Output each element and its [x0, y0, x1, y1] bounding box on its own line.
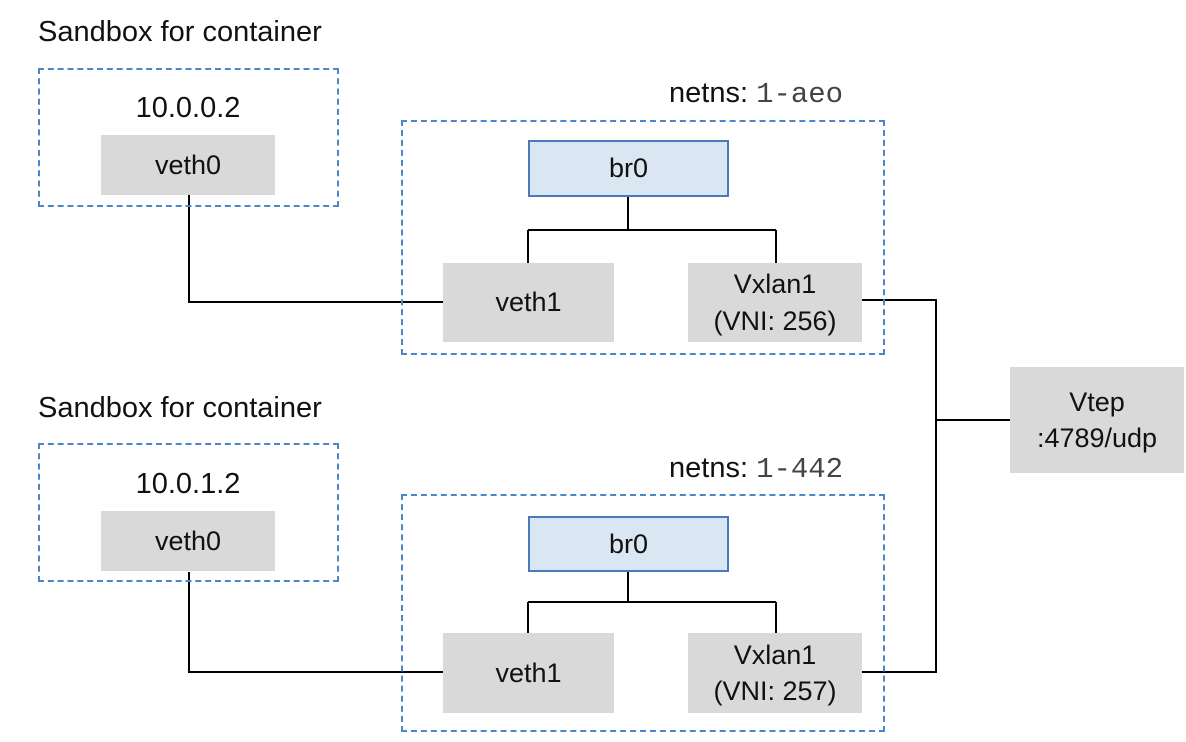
top-netns-id: 1-aeo	[756, 78, 844, 111]
bottom-netns-label: netns: 1-442	[669, 452, 844, 486]
bottom-netns-box	[401, 494, 885, 732]
bottom-sandbox-box	[38, 443, 339, 582]
top-sandbox-veth0: veth0	[101, 135, 275, 195]
vtep-name: Vtep	[1069, 386, 1125, 417]
top-netns-prefix: netns:	[669, 77, 748, 109]
top-sandbox-box	[38, 68, 339, 207]
top-vxlan-vni: (VNI: 256)	[713, 305, 837, 336]
vtep-port: :4789/udp	[1036, 423, 1158, 453]
bottom-sandbox-title: Sandbox for container	[38, 392, 322, 424]
top-ip-address: 10.0.0.2	[135, 92, 241, 124]
wire-top-veth0-veth1	[188, 195, 443, 303]
bottom-netns-veth1: veth1	[443, 633, 614, 713]
top-netns-box	[401, 120, 885, 355]
bottom-vxlan-vni: (VNI: 257)	[713, 676, 837, 706]
top-bridge-br0: br0	[528, 140, 729, 197]
bottom-ip-address: 10.0.1.2	[135, 468, 241, 500]
bottom-netns-prefix: netns:	[669, 452, 748, 484]
top-vxlan-name: Vxlan1	[733, 269, 817, 300]
wire-vxlan256-vtep	[862, 299, 937, 673]
wire-bottom-veth0-veth1	[188, 572, 443, 673]
top-sandbox-title: Sandbox for container	[38, 16, 322, 48]
bottom-vxlan-name: Vxlan1	[733, 639, 817, 670]
bottom-netns-id: 1-442	[756, 453, 844, 486]
vtep-box: Vtep :4789/udp	[1010, 367, 1184, 473]
bottom-vxlan-interface: Vxlan1 (VNI: 257)	[688, 633, 862, 713]
bottom-bridge-br0: br0	[528, 516, 729, 572]
bottom-sandbox-veth0: veth0	[101, 511, 275, 571]
top-netns-label: netns: 1-aeo	[669, 77, 844, 111]
top-netns-veth1: veth1	[443, 263, 614, 342]
top-vxlan-interface: Vxlan1 (VNI: 256)	[688, 263, 862, 342]
